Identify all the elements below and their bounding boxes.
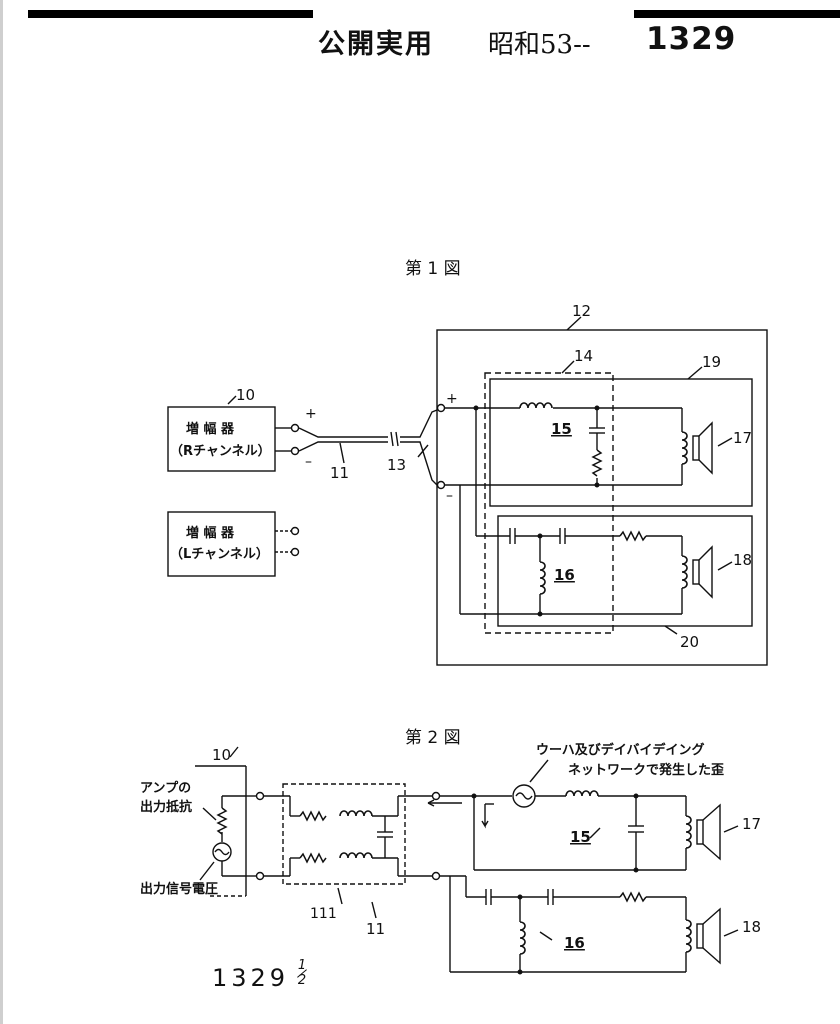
fig1-ref-16: 16 <box>554 566 575 584</box>
fig1-plus-amp: + <box>305 406 317 422</box>
fig2-distortion-line1: ウーハ及びデイバイデイング <box>536 742 704 758</box>
fig2-amp-resistance-line1: アンプの <box>140 781 191 796</box>
fig1-ref-13: 13 <box>387 456 406 474</box>
fig1-ref-19: 19 <box>702 353 721 371</box>
footer-page-number: 1329 <box>212 964 290 992</box>
fig1-ref-11: 11 <box>330 464 349 482</box>
fig2-ref-11: 11 <box>366 920 385 938</box>
fig2-ref-15: 15 <box>570 828 591 846</box>
header-pub-number: 1329 <box>646 21 737 57</box>
footer-frac-top: 1 <box>297 958 307 973</box>
fig1-ref-15: 15 <box>551 420 572 438</box>
page-edge <box>0 0 3 1024</box>
fig2-signal-voltage: 出力信号電圧 <box>140 881 218 897</box>
fig2-caption: 第 2 図 <box>405 728 461 748</box>
fig1-minus-spk: – <box>446 488 453 504</box>
network-14 <box>484 372 614 634</box>
header-pub-era: 昭和53-- <box>488 30 591 60</box>
cable-box-111 <box>282 783 406 885</box>
fig1-ref-14: 14 <box>574 347 593 365</box>
fig1-plus-spk: + <box>446 391 458 407</box>
header-bar-right <box>634 10 840 18</box>
fig1-minus-amp: – <box>305 454 312 470</box>
fig2-ref-17: 17 <box>742 815 761 833</box>
fig1-amp-l-line2: （Lチャンネル） <box>170 546 269 562</box>
fig1-ref-18: 18 <box>733 551 752 569</box>
woofer-enclosure-20 <box>497 515 753 627</box>
fig1-amp-l-line1: 増 幅 器 <box>186 525 235 541</box>
amp-r-box <box>167 406 276 472</box>
header-title: 公開実用 <box>318 29 434 60</box>
fig2-ref-10: 10 <box>212 746 231 764</box>
cabinet-12 <box>436 329 768 666</box>
footer-fraction: 1 2 <box>296 958 308 988</box>
fig2-distortion-line2: ネットワークで発生した歪 <box>568 762 724 778</box>
fig1-ref-12: 12 <box>572 302 591 320</box>
fig2-ref-111: 111 <box>310 906 337 922</box>
fig1-caption: 第 1 図 <box>405 259 461 279</box>
tweeter-enclosure-19 <box>489 378 753 507</box>
footer-frac-bottom: 2 <box>297 973 307 988</box>
fig2-amp-resistance-line2: 出力抵抗 <box>140 799 192 815</box>
fig1-ref-20: 20 <box>680 633 699 651</box>
fig1-amp-r-line2: （Rチャンネル） <box>170 443 271 459</box>
amp-l-box <box>167 511 276 577</box>
fig2-ref-18: 18 <box>742 918 761 936</box>
fig2-ref-16: 16 <box>564 934 585 952</box>
fig1-amp-r-line1: 増 幅 器 <box>186 421 235 437</box>
fig1-ref-17: 17 <box>733 429 752 447</box>
header-bar-left <box>28 10 313 18</box>
fig1-ref-10: 10 <box>236 386 255 404</box>
